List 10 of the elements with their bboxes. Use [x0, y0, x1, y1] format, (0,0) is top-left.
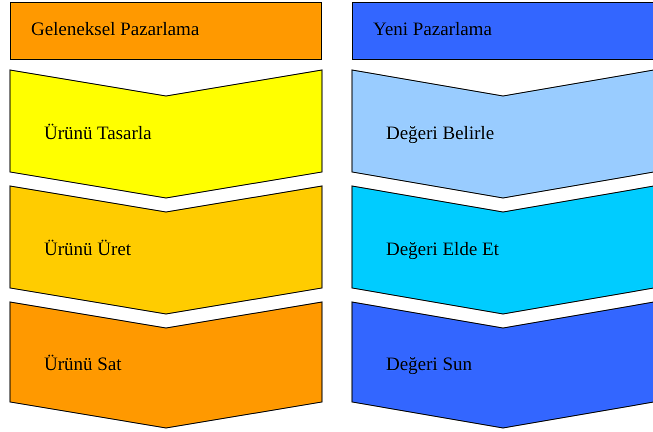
- step-label: Ürünü Sat: [44, 354, 122, 376]
- header-text: Geleneksel Pazarlama: [31, 19, 200, 41]
- header-box: [10, 2, 322, 60]
- header-box: [352, 2, 653, 60]
- step-label: Ürünü Tasarla: [44, 123, 152, 145]
- header-text: Yeni Pazarlama: [373, 19, 492, 41]
- step-label: Ürünü Üret: [44, 239, 132, 261]
- step-label: Değeri Elde Et: [386, 239, 499, 261]
- step-label: Değeri Belirle: [386, 123, 494, 145]
- step-label: Değeri Sun: [386, 354, 472, 376]
